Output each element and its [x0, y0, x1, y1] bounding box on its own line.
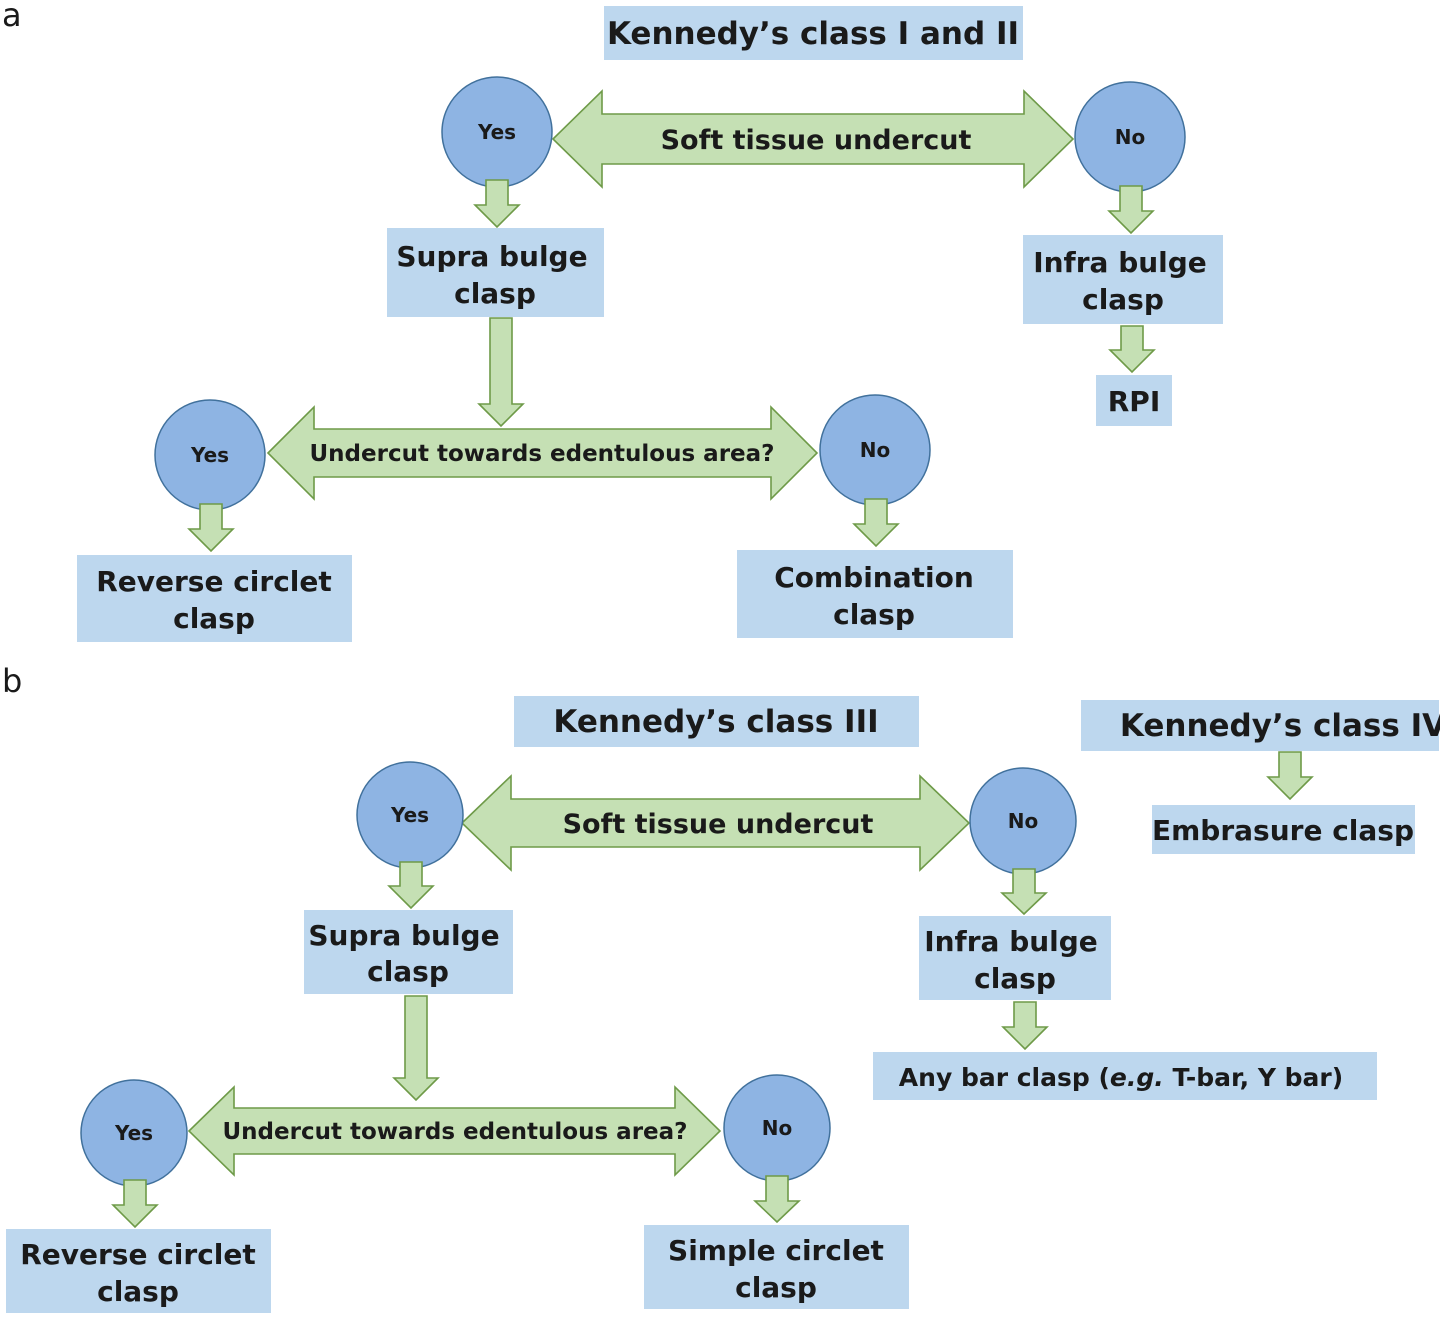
panel-b-soft-tissue-label: Soft tissue undercut: [563, 809, 874, 840]
panel-b-title-iv: Kennedy’s class IV: [1120, 708, 1440, 744]
panel-b-supra-line1: Supra bulge: [308, 919, 499, 952]
panel-b-no-label-2: No: [762, 1116, 792, 1140]
panel-b-down-arrow-yes-2: [111, 1179, 159, 1229]
panel-b-yes-label-1: Yes: [390, 803, 429, 827]
panel-a-supra-box: [387, 228, 604, 317]
panel-a-yes-label-2: Yes: [190, 443, 229, 467]
panel-b-simple-box: [644, 1225, 909, 1309]
panel-b-embrasure-box: [1152, 805, 1415, 854]
panel-b-bar-box: [873, 1052, 1377, 1100]
panel-b-simple-line1: Simple circlet: [668, 1234, 884, 1267]
panel-a-combination-box: [737, 550, 1013, 638]
panel-b-bar-eg: e.g.: [1110, 1063, 1164, 1092]
panel-b-down-arrow-supra: [392, 995, 440, 1102]
panel-a-supra-line1: Supra bulge: [396, 240, 587, 273]
panel-b-infra-line1: Infra bulge: [924, 925, 1098, 958]
panel-b-letter: b: [2, 662, 22, 700]
panel-b-down-arrow-iv: [1266, 751, 1314, 801]
panel-a-soft-tissue-label: Soft tissue undercut: [661, 125, 972, 156]
panel-b-bar-text: Any bar clasp (e.g. T-bar, Y bar): [899, 1063, 1343, 1092]
panel-b-bar-prefix: Any bar clasp (: [899, 1063, 1110, 1092]
panel-b-down-arrow-bar: [1001, 1001, 1049, 1051]
panel-a-combination-line1: Combination: [774, 561, 974, 594]
panel-a-no-label-2: No: [860, 438, 890, 462]
panel-a-yes-label-1: Yes: [477, 120, 516, 144]
panel-b-down-arrow-yes: [387, 861, 435, 910]
panel-a-reverse-line1: Reverse circlet: [96, 565, 332, 598]
panel-b-title-iii: Kennedy’s class III: [553, 704, 878, 740]
panel-a-infra-line2: clasp: [1082, 283, 1164, 316]
panel-b-undercut-arrow: [187, 1085, 722, 1177]
panel-a-down-arrow-yes-2: [187, 503, 235, 553]
panel-b-no-label-1: No: [1008, 809, 1038, 833]
panel-a-title: Kennedy’s class I and II: [607, 16, 1019, 52]
panel-a-supra-line2: clasp: [454, 277, 536, 310]
panel-a-undercut-arrow: [266, 405, 819, 501]
panel-b-title-iii-box: [514, 696, 919, 747]
panel-a-infra-line1: Infra bulge: [1033, 246, 1207, 279]
panel-b-yes-label-2: Yes: [114, 1121, 153, 1145]
panel-a-infra-box: [1023, 235, 1223, 324]
panel-b-embrasure: Embrasure clasp: [1152, 814, 1414, 847]
panel-a-rpi-box: [1096, 375, 1172, 426]
panel-b-supra-box: [304, 910, 513, 994]
panel-a-undercut-label: Undercut towards edentulous area?: [309, 441, 774, 467]
panel-b-soft-tissue-arrow: [460, 774, 971, 872]
panel-a-down-arrow-yes: [473, 179, 521, 229]
panel-a-down-arrow-supra: [477, 317, 525, 428]
panel-b-infra-line2: clasp: [974, 962, 1056, 995]
panel-a-rpi: RPI: [1108, 385, 1161, 418]
panel-a-reverse-line2: clasp: [173, 602, 255, 635]
panel-b-title-iv-box: [1081, 700, 1439, 751]
panel-b-down-arrow-no: [1000, 868, 1048, 916]
panel-b-reverse-line2: clasp: [97, 1275, 179, 1308]
panel-b-reverse-line1: Reverse circlet: [20, 1238, 256, 1271]
panel-a-no-label-1: No: [1115, 125, 1145, 149]
panel-b-undercut-label: Undercut towards edentulous area?: [222, 1119, 687, 1145]
panel-b-supra-line2: clasp: [367, 955, 449, 988]
panel-a-down-arrow-no: [1107, 185, 1155, 235]
panel-a-combination-line2: clasp: [833, 598, 915, 631]
panel-a-soft-tissue-arrow: [551, 89, 1075, 189]
panel-a-title-box: [604, 6, 1023, 60]
panel-b-simple-line2: clasp: [735, 1271, 817, 1304]
panel-b-reverse-box: [6, 1229, 271, 1313]
panel-a-reverse-box: [77, 555, 352, 642]
panel-a-down-arrow-rpi: [1108, 325, 1156, 374]
panel-b-infra-box: [919, 916, 1111, 1000]
panel-b-bar-suffix: T-bar, Y bar): [1164, 1063, 1343, 1092]
panel-a-letter: a: [2, 0, 22, 34]
panel-a-down-arrow-no-2: [852, 498, 900, 548]
panel-b-down-arrow-no-2: [753, 1175, 801, 1224]
